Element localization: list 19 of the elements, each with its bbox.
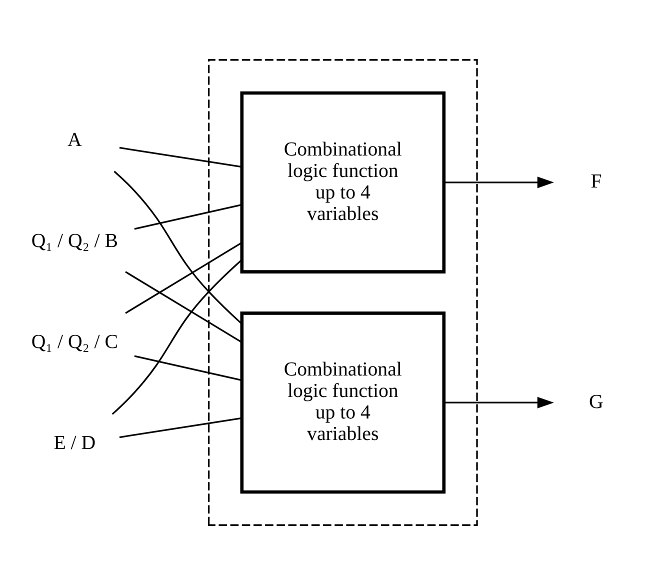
- cluster: [208, 58, 478, 526]
- connector: [119, 146, 242, 168]
- connector: [134, 354, 242, 380]
- connector: [112, 258, 242, 414]
- node-text: G: [589, 390, 604, 412]
- node-text: E / D: [54, 432, 96, 454]
- node-text: Q₁ / Q₂ / C: [31, 330, 118, 353]
- arrow: [444, 396, 554, 408]
- node-text: A: [68, 128, 82, 151]
- node-text: F: [590, 170, 602, 192]
- node-text: Q₁ / Q₂ / B: [31, 230, 118, 252]
- connector: [125, 241, 242, 314]
- connector: [114, 170, 242, 324]
- connector: [119, 416, 242, 438]
- node-box: Combinational logic function up to 4 variables: [240, 90, 446, 273]
- node-box: Combinational logic function up to 4 variables: [240, 311, 446, 494]
- connector: [134, 204, 242, 230]
- connector: [125, 270, 242, 343]
- arrow: [444, 176, 554, 188]
